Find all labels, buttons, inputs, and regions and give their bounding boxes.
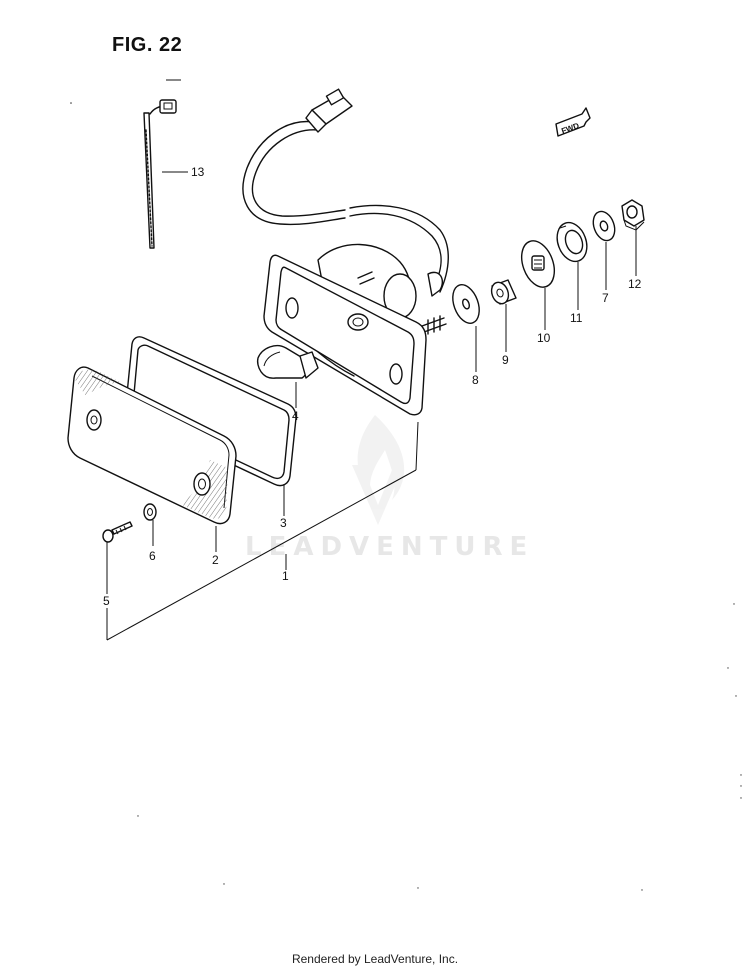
part-1-lamp-housing[interactable] — [263, 243, 447, 416]
part-2-lens[interactable] — [67, 366, 237, 525]
part-12-nut[interactable] — [621, 199, 645, 231]
figure-title: FIG. 22 — [112, 34, 183, 56]
callout-9: 9 — [502, 353, 509, 367]
part-10-grommet[interactable] — [516, 236, 561, 291]
callout-13: 13 — [191, 165, 205, 179]
scan-specks — [137, 603, 742, 891]
part-6-washer[interactable] — [143, 503, 157, 521]
part-8-washer[interactable] — [448, 281, 484, 327]
callout-7: 7 — [602, 291, 609, 305]
callout-11: 11 — [570, 311, 583, 325]
part-4-bulb[interactable] — [256, 344, 319, 379]
part-3-gasket[interactable] — [125, 336, 297, 487]
watermark-text: LEADVENTURE — [245, 532, 535, 562]
callout-3: 3 — [280, 516, 287, 530]
stray-dot — [70, 102, 72, 104]
part-7-washer[interactable] — [589, 208, 618, 243]
callout-12: 12 — [628, 277, 642, 291]
part-5-screw[interactable] — [102, 521, 133, 543]
leader-lines — [106, 171, 637, 641]
wire-connector[interactable] — [305, 88, 353, 133]
callout-labels: 13 4 3 2 6 5 1 8 9 10 11 7 12 — [103, 165, 642, 608]
callout-5: 5 — [103, 594, 110, 608]
callout-1: 1 — [282, 569, 289, 583]
callout-6: 6 — [149, 549, 156, 563]
part-13-cable-tie[interactable] — [143, 99, 177, 249]
footer-credit: Rendered by LeadVenture, Inc. — [291, 952, 459, 966]
fwd-arrow: FWD — [555, 107, 591, 137]
watermark-logo — [352, 415, 405, 525]
callout-2: 2 — [212, 553, 219, 567]
callout-4: 4 — [292, 409, 299, 423]
part-9-spacer[interactable] — [489, 279, 517, 306]
callout-8: 8 — [472, 373, 479, 387]
wire-harness[interactable] — [242, 88, 449, 293]
part-11-ring[interactable] — [552, 218, 592, 265]
callout-10: 10 — [537, 331, 551, 345]
